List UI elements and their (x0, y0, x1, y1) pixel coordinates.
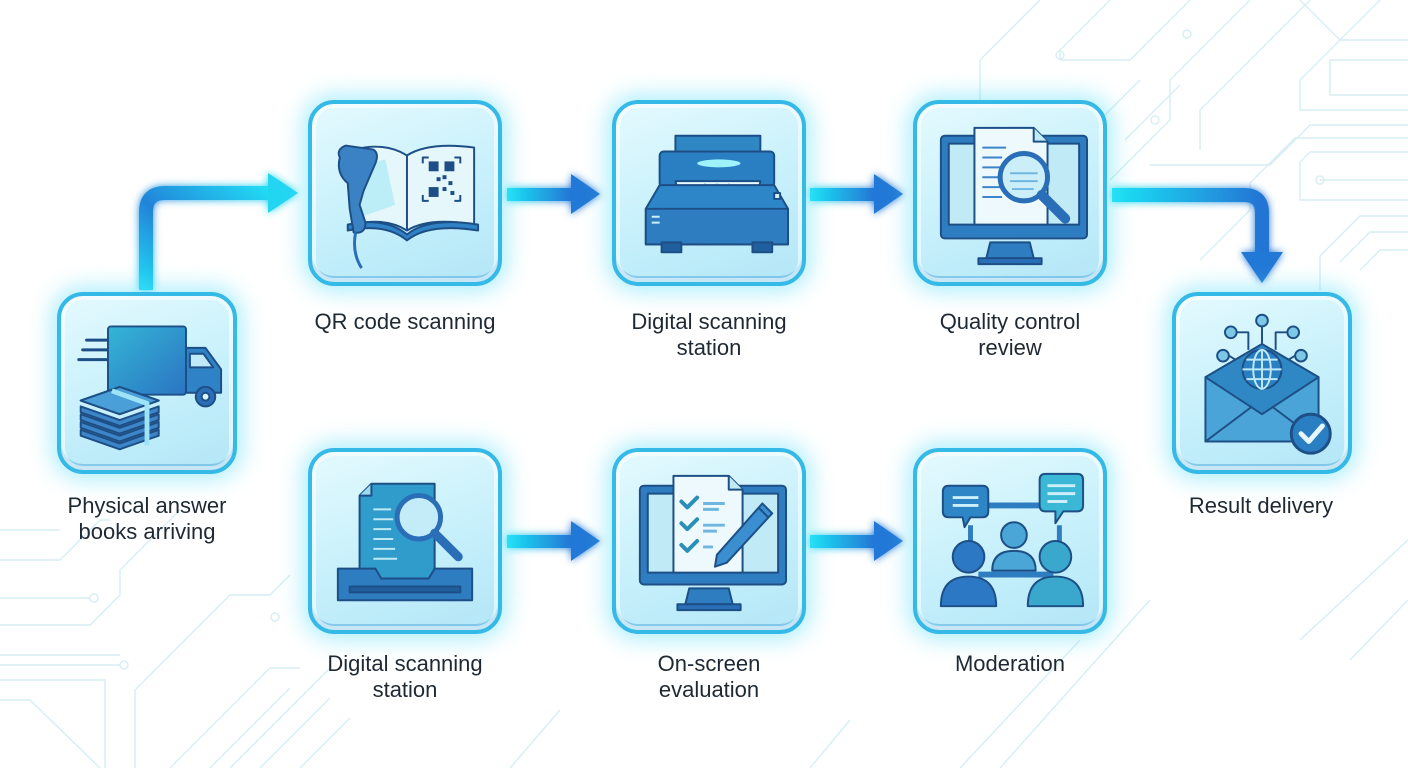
label-line: books arriving (78, 519, 216, 544)
label-line: station (372, 677, 438, 702)
delivery-truck-books-icon (77, 325, 223, 451)
node-result-delivery[interactable] (1172, 292, 1352, 474)
label-line: evaluation (658, 677, 760, 702)
label-result-delivery: Result delivery (1141, 493, 1381, 519)
label-line: Quality control (939, 309, 1081, 334)
node-physical-answer-books[interactable] (57, 292, 237, 474)
label-moderation: Moderation (890, 651, 1130, 677)
node-digital-scanning-station-bottom[interactable] (308, 448, 502, 634)
node-moderation[interactable] (913, 448, 1107, 634)
node-on-screen-evaluation[interactable] (612, 448, 806, 634)
node-digital-scanning-station-top[interactable] (612, 100, 806, 286)
label-physical-answer-books: Physical answer books arriving (27, 493, 267, 545)
monitor-checklist-pen-icon (638, 474, 788, 612)
label-line: review (978, 335, 1042, 360)
document-tray-magnifier-icon (336, 482, 474, 602)
label-line: Result delivery (1188, 493, 1334, 518)
label-qr-code-scanning: QR code scanning (285, 309, 525, 335)
envelope-globe-check-icon (1204, 313, 1332, 455)
label-line: Digital scanning (631, 309, 787, 334)
label-line: station (676, 335, 742, 360)
monitor-magnifier-icon (939, 126, 1089, 266)
document-scanner-icon (644, 134, 789, 254)
label-digital-scanning-station-bottom: Digital scanning station (285, 651, 525, 703)
node-quality-control-review[interactable] (913, 100, 1107, 286)
label-digital-scanning-station-top: Digital scanning station (589, 309, 829, 361)
label-line: Moderation (954, 651, 1066, 676)
node-qr-code-scanning[interactable] (308, 100, 502, 286)
label-quality-control-review: Quality control review (890, 309, 1130, 361)
label-on-screen-evaluation: On-screen evaluation (589, 651, 829, 703)
label-line: QR code scanning (314, 309, 496, 334)
people-discussion-icon (939, 472, 1085, 608)
label-line: On-screen (657, 651, 761, 676)
label-line: Digital scanning (327, 651, 483, 676)
qr-scanner-book-icon (337, 144, 480, 269)
label-line: Physical answer (67, 493, 227, 518)
